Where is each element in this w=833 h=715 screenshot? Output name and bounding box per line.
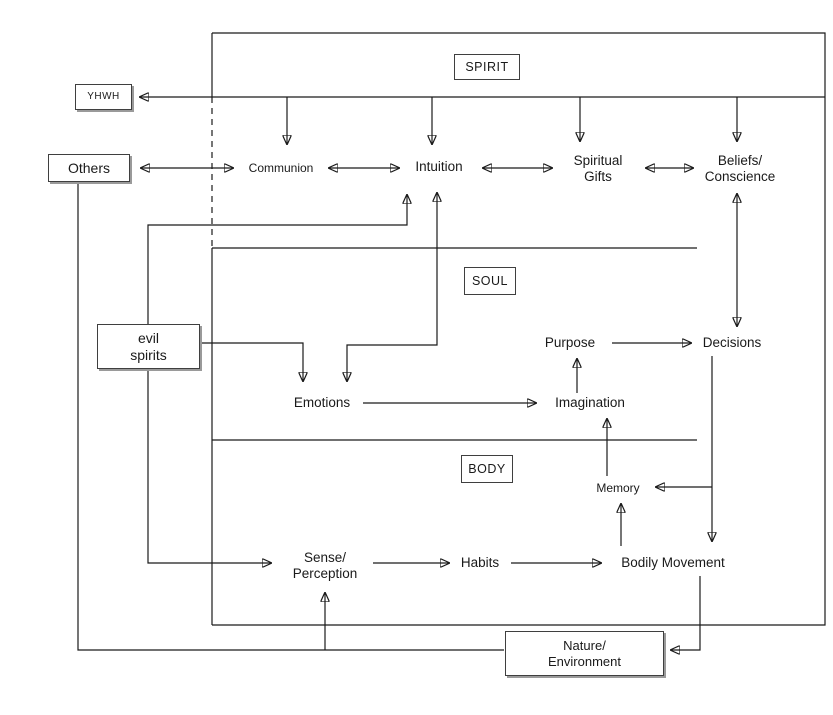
- others-label: Others: [67, 159, 110, 176]
- nature-label: Nature/ Environment: [548, 638, 621, 669]
- entity-box-yhwh: YHWH: [75, 84, 132, 110]
- section-box-body: BODY: [461, 455, 513, 483]
- evil-spirits-label: evil spirits: [130, 329, 167, 363]
- entity-box-others: Others: [48, 154, 130, 182]
- arrow-evil-sense: [147, 369, 271, 563]
- node-emotions: Emotions: [293, 395, 351, 411]
- node-imagination: Imagination: [555, 395, 625, 411]
- node-beliefs-conscience: Beliefs/ Conscience: [704, 153, 776, 184]
- section-box-spirit: SPIRIT: [454, 54, 520, 80]
- entity-box-evil-spirits: evil spirits: [97, 324, 200, 369]
- node-memory: Memory: [596, 480, 640, 495]
- section-box-soul: SOUL: [464, 267, 516, 295]
- yhwh-label: YHWH: [87, 91, 120, 103]
- entity-box-nature: Nature/ Environment: [505, 631, 664, 676]
- node-intuition: Intuition: [415, 159, 463, 175]
- node-habits: Habits: [460, 555, 500, 571]
- arrow-evil-intuition: [147, 195, 407, 324]
- node-purpose: Purpose: [544, 335, 596, 351]
- node-decisions: Decisions: [702, 335, 762, 351]
- line-others-nature: [77, 182, 504, 651]
- arrow-intuition-emotions: [347, 193, 437, 381]
- node-bodily-movement: Bodily Movement: [621, 555, 725, 571]
- arrow-evil-emotions: [200, 342, 303, 381]
- body-label: BODY: [468, 461, 506, 476]
- node-sense-perception: Sense/ Perception: [292, 550, 358, 581]
- frame-top-right-bottom: [212, 32, 826, 626]
- arrow-movement-nature: [671, 576, 701, 650]
- node-spiritual-gifts: Spiritual Gifts: [573, 153, 623, 184]
- soul-label: SOUL: [471, 273, 509, 288]
- spirit-label: SPIRIT: [465, 59, 509, 74]
- node-communion: Communion: [248, 160, 314, 175]
